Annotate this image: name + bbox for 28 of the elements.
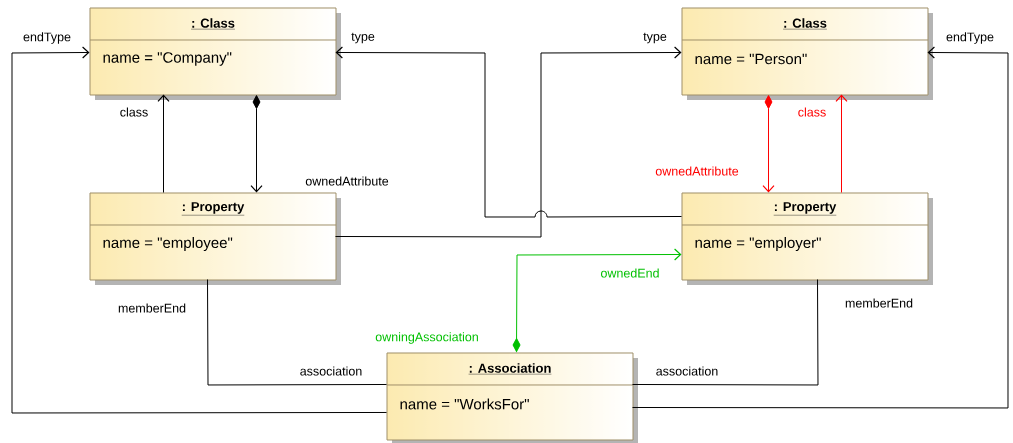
- connector: [250, 95, 263, 193]
- connector: [835, 94, 848, 193]
- edge-label: ownedAttribute: [305, 176, 389, 186]
- object-box: : Class name = "Person": [681, 7, 933, 100]
- edge-label: ownedAttribute: [655, 166, 739, 176]
- edge-label: memberEnd: [118, 303, 186, 313]
- connector: [762, 95, 775, 193]
- connector: [632, 46, 1009, 409]
- object-box: : Class name = "Company": [89, 7, 341, 100]
- edge-label: class: [798, 107, 826, 117]
- end-label: owningAssociation: [375, 332, 478, 344]
- connector: [11, 46, 387, 414]
- connector: [512, 248, 682, 352]
- end-label: association: [656, 366, 718, 376]
- object-box: : Property name = "employer": [681, 192, 933, 285]
- connector: [157, 94, 170, 193]
- end-label: association: [300, 366, 362, 376]
- edge-label: type: [643, 32, 667, 44]
- connector: [632, 279, 819, 386]
- connector: [207, 279, 387, 386]
- edge-label: type: [351, 32, 375, 44]
- edge-label: endType: [23, 32, 71, 44]
- edge-label: endType: [946, 32, 994, 44]
- edge-label: class: [120, 107, 148, 117]
- object-box: : Association name = "WorksFor": [386, 352, 638, 443]
- edge-label: memberEnd: [845, 298, 913, 308]
- edge-label: ownedEnd: [601, 268, 659, 278]
- object-box: : Property name = "employee": [89, 192, 341, 285]
